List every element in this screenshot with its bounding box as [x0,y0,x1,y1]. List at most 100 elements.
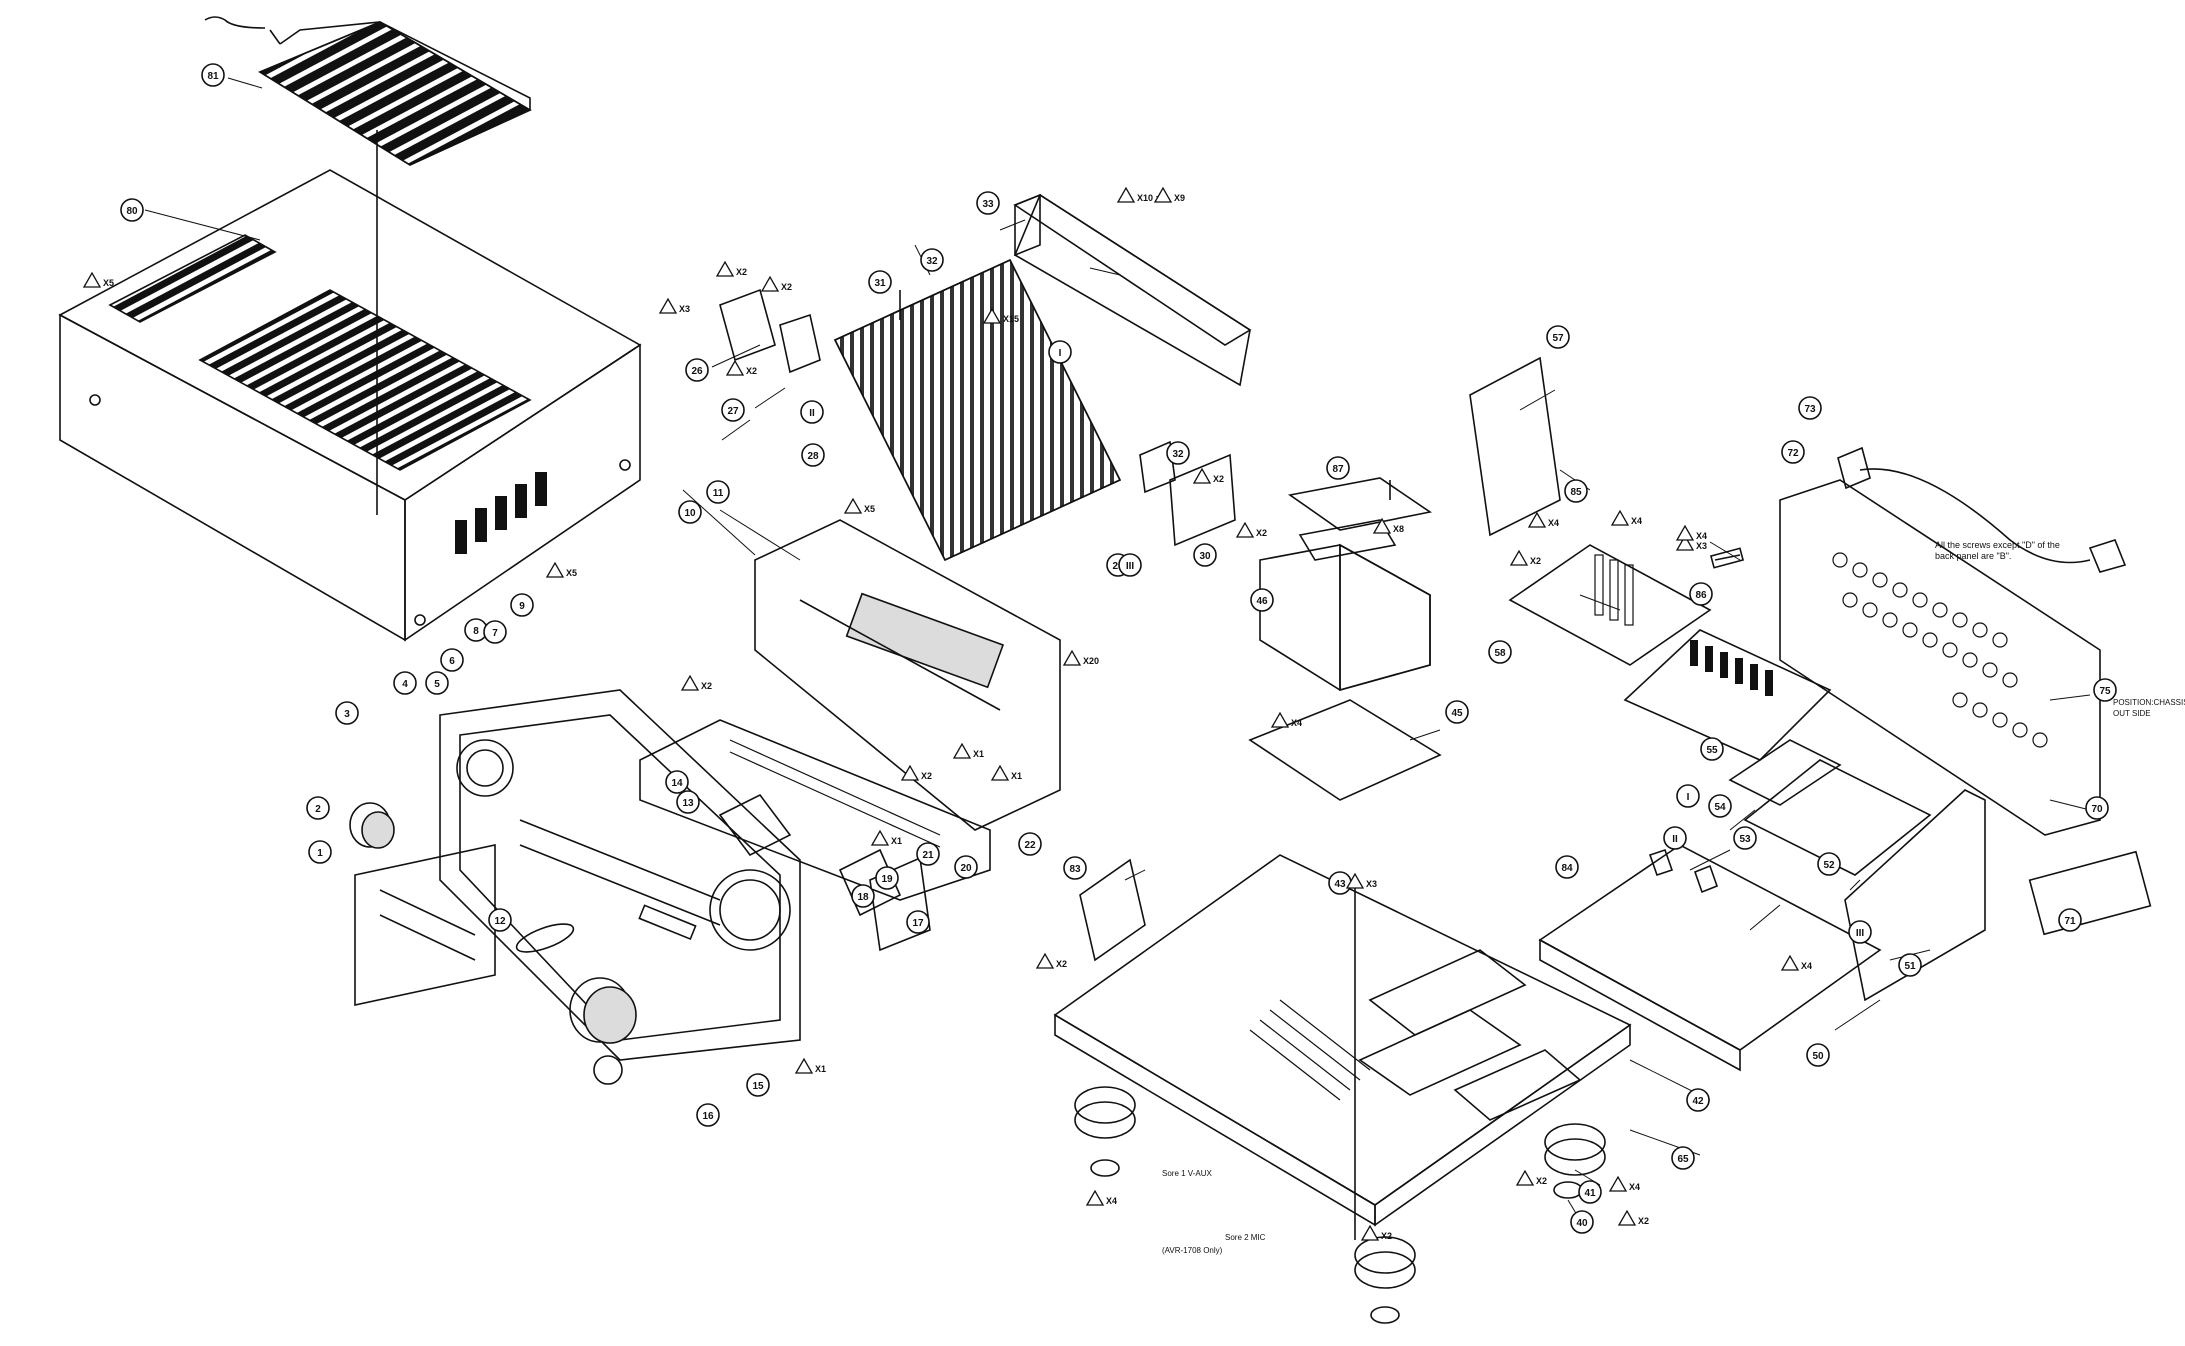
callout-III: III [1848,920,1872,944]
quantity-mark: X4 [1270,711,1302,728]
warning-triangle-icon [794,1057,814,1074]
warning-triangle-icon [952,742,972,759]
front-switch-board [639,719,991,952]
quantity-text: X2 [1638,1216,1649,1226]
input-output-board [1728,739,2152,1002]
quantity-mark: X2 [680,674,712,691]
callout-label: 17 [912,918,924,929]
quantity-text: X1 [1011,771,1022,781]
callout-28: 28 [801,443,825,467]
callout-71: 71 [2058,908,2082,932]
quantity-text: X2 [1530,556,1541,566]
quantity-text: X3 [1366,879,1377,889]
callout-label: 80 [126,206,138,217]
callout-label: 50 [1812,1051,1824,1062]
quantity-mark: X1 [952,742,984,759]
back-panel-note: All the screws except "D" of the back pa… [1935,540,2060,561]
quantity-text: X10 : [1137,193,1159,203]
position-note: POSITION:CHASSIS OUT SIDE [2113,698,2185,718]
callout-15: 15 [746,1073,770,1097]
callout-label: 57 [1552,333,1564,344]
quantity-text: X1 [973,749,984,759]
warning-triangle-icon [843,497,863,514]
quantity-mark: X20 [1062,649,1099,666]
callout-1: 1 [308,840,332,864]
front-panel [439,689,801,1061]
warning-triangle-icon [870,829,890,846]
callout-label: 84 [1561,863,1573,874]
callout-label: 71 [2064,916,2076,927]
callout-9: 9 [510,593,534,617]
quantity-mark: X2 [1509,549,1541,566]
sub-chassis [1538,844,1882,1072]
warning-triangle-icon [658,297,678,314]
warning-triangle-icon [1192,467,1212,484]
callout-label: 65 [1677,1154,1689,1165]
line-art [58,16,2152,1324]
quantity-text: X2 [1256,528,1267,538]
callout-7: 7 [483,620,507,644]
quantity-text: X4 [1106,1196,1117,1206]
quantity-text: X4 [1801,961,1812,971]
quantity-text: X3 [679,304,690,314]
quantity-mark: X2 [900,764,932,781]
warning-triangle-icon [725,359,745,376]
callout-58: 58 [1488,640,1512,664]
callout-2: 2 [306,796,330,820]
callout-32: 32 [1166,441,1190,465]
warning-triangle-icon [982,307,1002,324]
quantity-text: X2 [921,771,932,781]
quantity-mark: X8 [1372,517,1404,534]
callout-21: 21 [916,842,940,866]
callout-73: 73 [1798,396,1822,420]
callout-84: 84 [1555,855,1579,879]
callout-label: 7 [492,628,498,639]
callout-41: 41 [1578,1180,1602,1204]
callout-label: 33 [982,199,994,210]
callout-I: I [1048,340,1072,364]
warning-triangle-icon [1153,186,1173,203]
callout-label: 41 [1584,1188,1596,1199]
quantity-mark: X1 [990,764,1022,781]
callout-6: 6 [440,648,464,672]
warning-triangle-icon [1345,872,1365,889]
callout-81: 81 [201,63,225,87]
callout-label: 21 [922,850,934,861]
warning-triangle-icon [715,260,735,277]
quantity-text: X5 [864,504,875,514]
quantity-mark: X4 [1527,511,1559,528]
quantity-mark: X2 [1192,467,1224,484]
callout-I: I [1676,784,1700,808]
callout-label: 15 [752,1081,764,1092]
sub-note-v-aux: Sore 1 V-AUX [1162,1169,1212,1178]
callout-label: 26 [691,366,703,377]
callout-label: 16 [702,1111,714,1122]
callout-label: 51 [1904,961,1916,972]
warning-triangle-icon [1515,1169,1535,1186]
quantity-mark: X2 [715,260,747,277]
quantity-text: X2 [736,267,747,277]
quantity-mark: X4 [1085,1189,1117,1206]
callout-label: 81 [207,71,219,82]
callout-label: 27 [727,406,739,417]
warning-triangle-icon [1509,549,1529,566]
callout-75: 75 [2093,678,2117,702]
quantity-text: X8 [1393,524,1404,534]
callout-label: 73 [1804,404,1816,415]
callout-31: 31 [868,270,892,294]
callout-label: 45 [1451,708,1463,719]
quantity-text: X4 [1631,516,1642,526]
warning-triangle-icon [1116,186,1136,203]
warning-triangle-icon [1270,711,1290,728]
quantity-mark: X15 [982,307,1019,324]
callout-label: III [1126,561,1135,572]
callout-II: II [1663,826,1687,850]
quantity-mark: X10 : [1116,186,1159,203]
callout-4: 4 [393,671,417,695]
callout-label: 9 [519,601,525,612]
quantity-text: X2 [1213,474,1224,484]
callout-86: 86 [1689,582,1713,606]
callout-label: 13 [682,798,694,809]
quantity-text: X20 [1083,656,1099,666]
